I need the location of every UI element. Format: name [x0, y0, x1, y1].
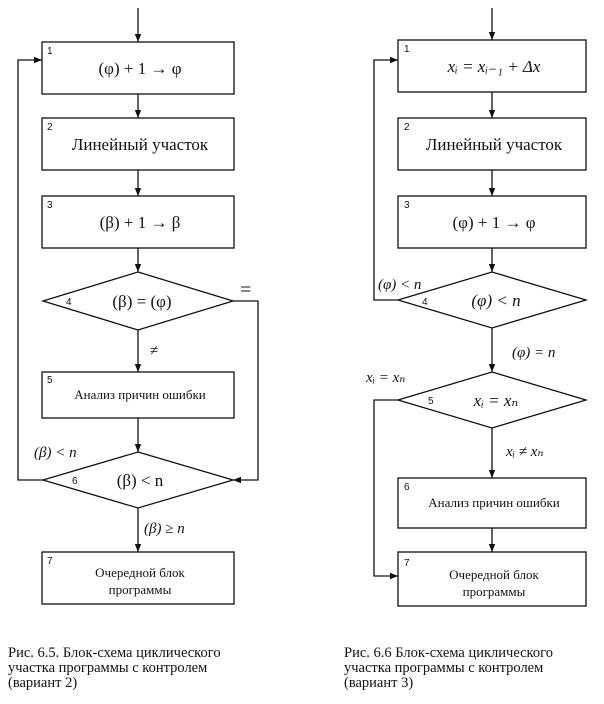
caption-right: Рис. 6.6 Блок-схема циклического участка…: [344, 646, 553, 691]
label-x-not-equal-right: xᵢ ≠ xₙ: [505, 444, 544, 460]
block-7-number-left: 7: [47, 556, 53, 567]
block-7-right: [397, 551, 587, 607]
block-2-number-right: 2: [404, 122, 410, 133]
block-3-text-left: (β) + 1 → β: [100, 213, 181, 232]
edge-4-1-loop-right: [373, 56, 398, 301]
block-3-number-left: 3: [47, 200, 53, 211]
edge-6-1-loop-left: [17, 56, 43, 481]
block-1-text-right: xᵢ = xᵢ₋₁ + Δx: [447, 57, 541, 76]
block-4-number-left: 4: [66, 297, 72, 308]
label-x-equal-right: xᵢ = xₙ: [365, 370, 405, 386]
block-7-left: [41, 551, 235, 605]
block-5-text-right: xᵢ = xₙ: [473, 391, 519, 410]
caption-right-line-3: (вариант 3): [344, 675, 414, 691]
block-5-number-left: 5: [47, 375, 53, 386]
flowchart-left: [17, 8, 259, 605]
label-loop-right: (φ) < n: [378, 277, 421, 293]
flowchart-right: [373, 8, 589, 607]
block-2-text-left: Линейный участок: [72, 135, 209, 154]
block-2-number-left: 2: [47, 122, 53, 133]
block-5-number-right: 5: [428, 396, 434, 407]
edge-4-6-equal-left: [233, 300, 259, 484]
label-exit-left: (β) ≥ n: [144, 521, 185, 537]
block-7-line2-right: программы: [463, 584, 526, 599]
label-continue-right: (φ) = n: [512, 345, 555, 361]
block-3-number-right: 3: [404, 200, 410, 211]
block-7-number-right: 7: [404, 558, 410, 569]
caption-right-line-2: участка программы с контролем: [344, 660, 544, 676]
caption-left-line-3: (вариант 2): [8, 675, 78, 691]
block-7-line2-left: программы: [109, 582, 172, 597]
block-4-text-right: (φ) < n: [471, 291, 520, 310]
caption-left-line-2: участка программы с контролем: [8, 660, 208, 676]
block-6-number-right: 6: [404, 482, 410, 493]
caption-left-line-1: Рис. 6.5. Блок-схема циклического: [8, 645, 221, 661]
label-loop-left: (β) < n: [34, 445, 77, 461]
caption-right-line-1: Рис. 6.6 Блок-схема циклического: [344, 645, 553, 661]
block-3-text-right: (φ) + 1 → φ: [452, 213, 535, 232]
block-4-number-right: 4: [422, 297, 428, 308]
caption-left: Рис. 6.5. Блок-схема циклического участк…: [8, 646, 221, 691]
block-7-line1-right: Очередной блок: [449, 567, 539, 582]
block-6-text-left: (β) < n: [117, 471, 164, 490]
block-1-number-right: 1: [404, 44, 410, 55]
flowchart-right-text: 1 xᵢ = xᵢ₋₁ + Δx 2 Линейный участок 3 (φ…: [365, 44, 563, 599]
block-1-text-left: (φ) + 1 → φ: [98, 59, 181, 78]
label-equal-left: =: [240, 279, 251, 301]
block-4-text-left: (β) = (φ): [112, 292, 171, 311]
flowchart-left-text: 1 (φ) + 1 → φ 2 Линейный участок 3 (β) +…: [34, 46, 251, 597]
label-not-equal-left: ≠: [150, 343, 158, 359]
edge-5-7-right: [373, 399, 398, 580]
block-1-number-left: 1: [47, 46, 53, 57]
block-6-number-left: 6: [72, 476, 78, 487]
block-5-text-left: Анализ причин ошибки: [74, 387, 206, 402]
block-2-text-right: Линейный участок: [426, 135, 563, 154]
block-6-text-right: Анализ причин ошибки: [428, 495, 560, 510]
block-7-line1-left: Очередной блок: [95, 565, 185, 580]
